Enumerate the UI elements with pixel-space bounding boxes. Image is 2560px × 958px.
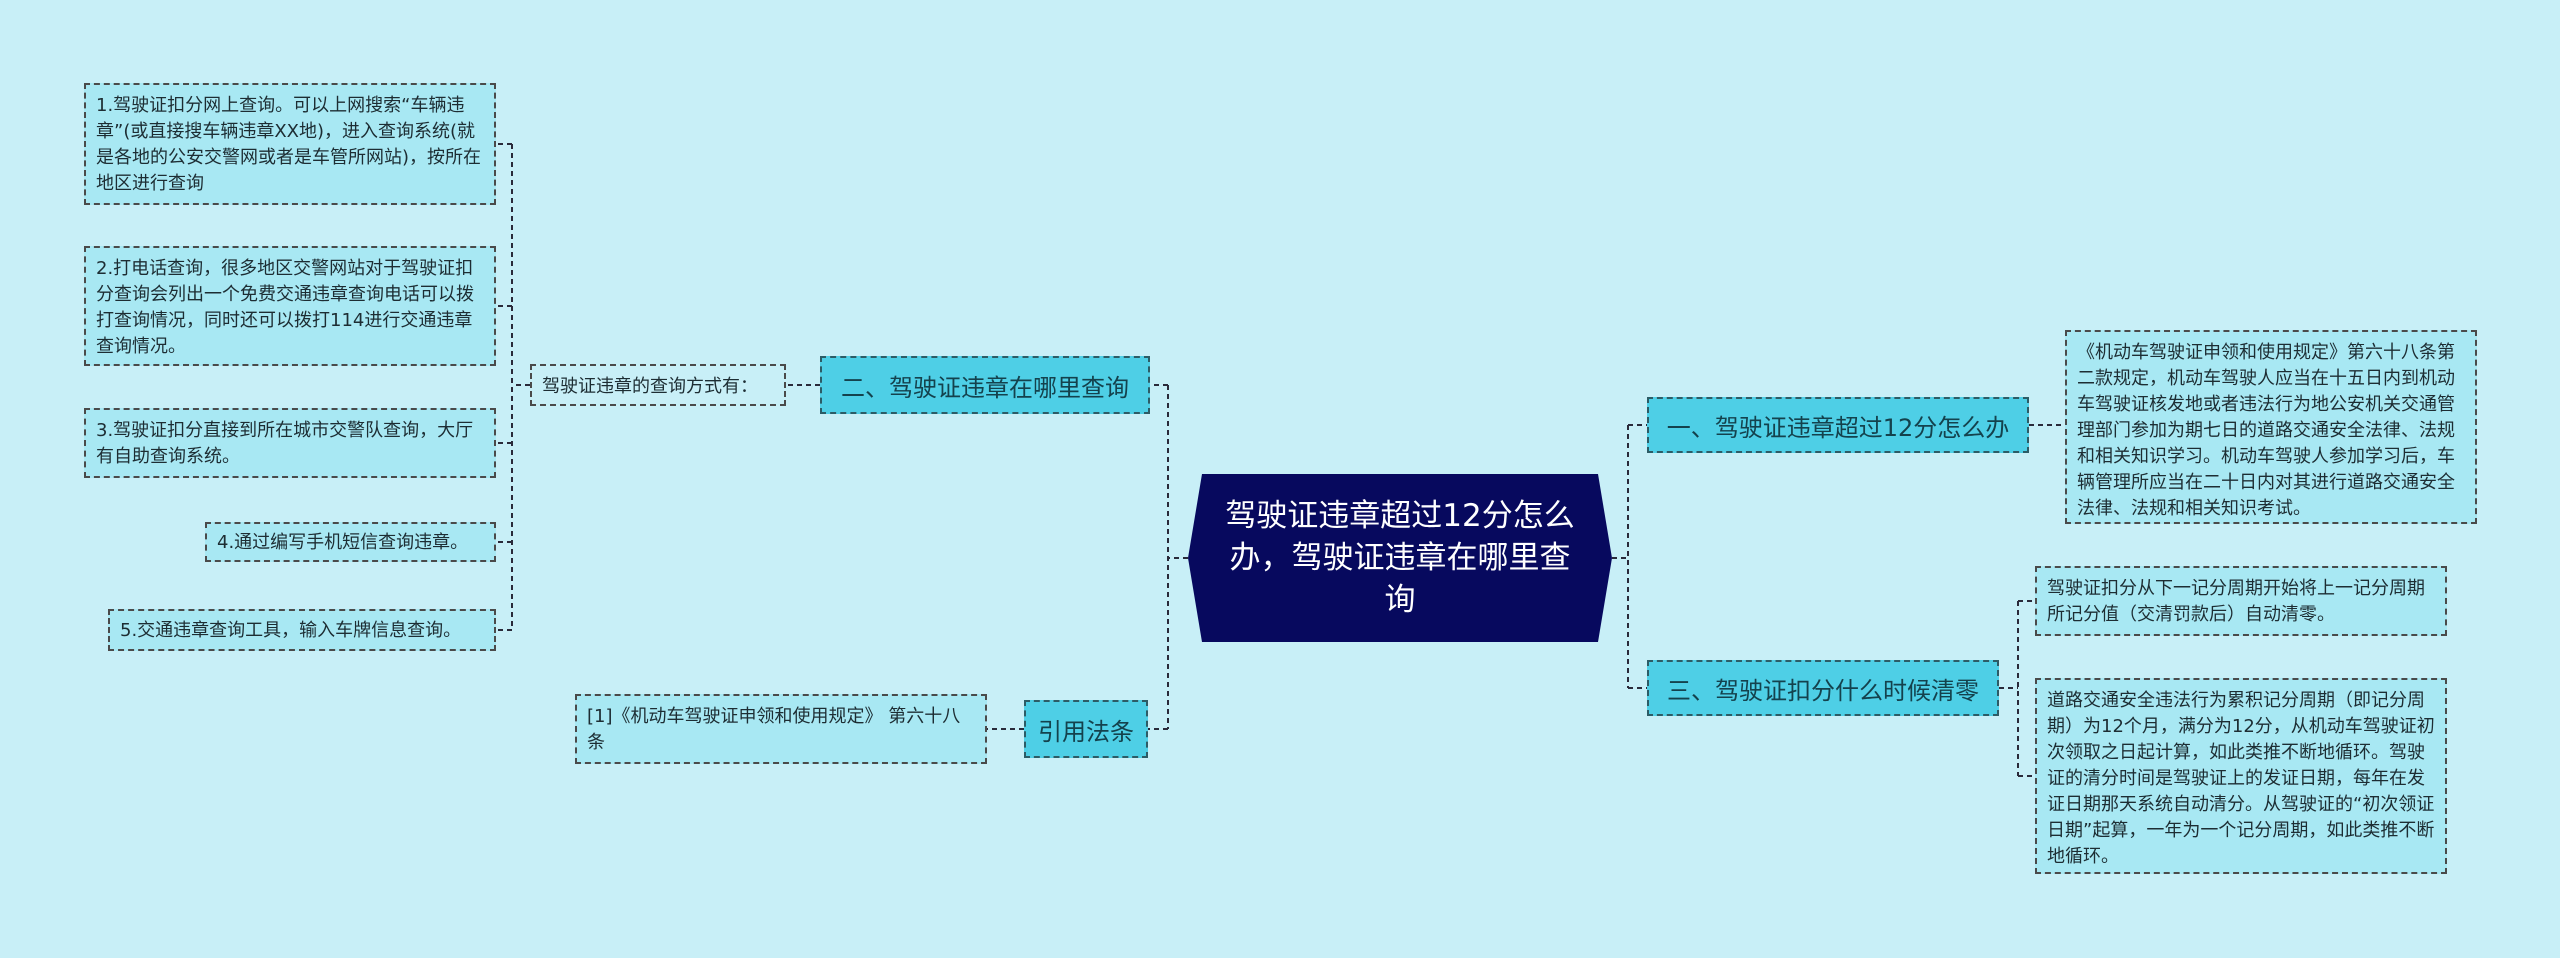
branch-cited-law[interactable]: 引用法条 [1024,700,1148,758]
branch-points-reset[interactable]: 三、驾驶证扣分什么时候清零 [1647,660,1999,716]
reset-cycle-rules[interactable]: 道路交通安全违法行为累积记分周期（即记分周期）为12个月，满分为12分，从机动车… [2035,678,2447,874]
over-12-regulation[interactable]: 《机动车驾驶证申领和使用规定》第六十八条第二款规定，机动车驾驶人应当在十五日内到… [2065,330,2477,524]
query-method-online[interactable]: 1.驾驶证扣分网上查询。可以上网搜索“车辆违章”(或直接搜车辆违章XX地)，进入… [84,83,496,205]
query-method-tool[interactable]: 5.交通违章查询工具，输入车牌信息查询。 [108,609,496,651]
query-method-sms[interactable]: 4.通过编写手机短信查询违章。 [205,522,496,562]
cited-law-article[interactable]: [1]《机动车驾驶证申领和使用规定》 第六十八条 [575,694,987,764]
sub-query-methods[interactable]: 驾驶证违章的查询方式有： [530,364,786,406]
reset-next-cycle[interactable]: 驾驶证扣分从下一记分周期开始将上一记分周期所记分值（交清罚款后）自动清零。 [2035,566,2447,636]
branch-over-12-points[interactable]: 一、驾驶证违章超过12分怎么办 [1647,397,2029,453]
branch-where-to-check[interactable]: 二、驾驶证违章在哪里查询 [820,356,1150,414]
query-method-police-station[interactable]: 3.驾驶证扣分直接到所在城市交警队查询，大厅有自助查询系统。 [84,408,496,478]
query-method-phone[interactable]: 2.打电话查询，很多地区交警网站对于驾驶证扣分查询会列出一个免费交通违章查询电话… [84,246,496,366]
root-topic[interactable]: 驾驶证违章超过12分怎么办，驾驶证违章在哪里查询 [1188,474,1612,642]
